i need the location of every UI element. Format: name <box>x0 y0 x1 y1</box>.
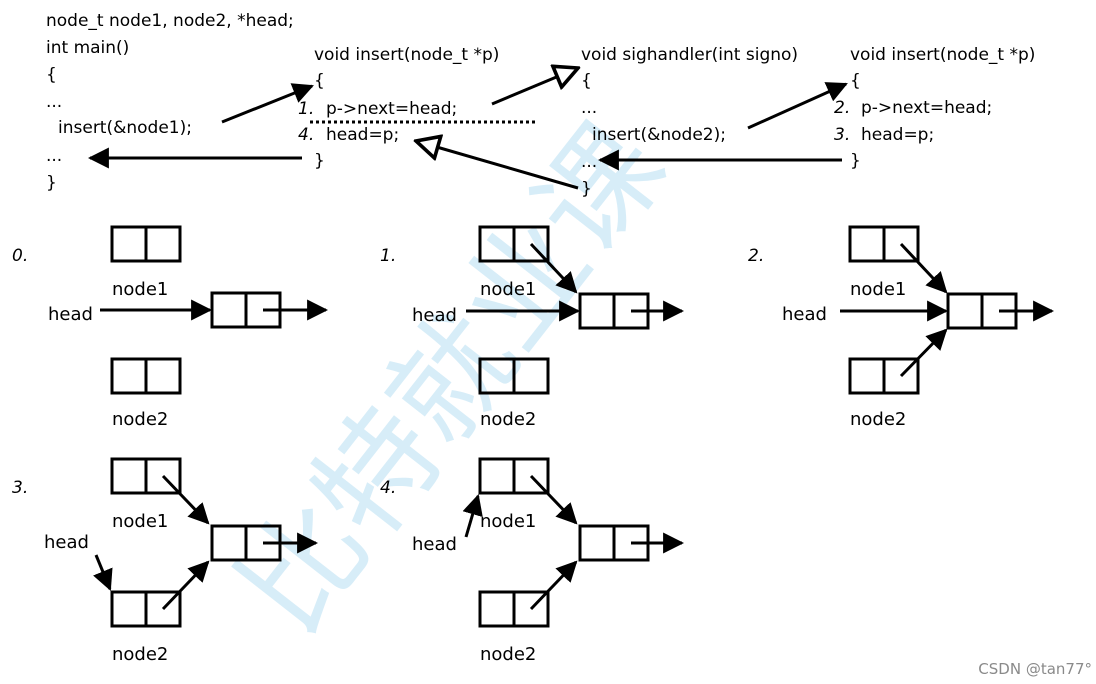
code-insert2-step3: 3. <box>834 125 850 145</box>
node2-label: node2 <box>850 409 906 430</box>
code-main-call: insert(&node1); <box>58 118 192 138</box>
csdn-credit: CSDN @tan77° <box>978 660 1092 678</box>
state-0: 0. node1 head node2 <box>12 225 329 430</box>
state-1: 1. node1 head node2 <box>380 225 685 430</box>
code-main-dots1: ... <box>46 92 62 112</box>
node2-label: node2 <box>112 644 168 665</box>
code-insert1-line1: p->next=head; <box>326 99 457 119</box>
code-main-open: { <box>46 65 57 85</box>
code-main-dots2: ... <box>46 146 62 166</box>
node2-box <box>478 590 550 628</box>
code-handler-open: { <box>581 71 592 91</box>
node2-label: node2 <box>480 644 536 665</box>
code-handler-dots2: ... <box>581 152 597 172</box>
code-insert1-line2: head=p; <box>326 125 399 145</box>
state-4: 4. node1 head node2 <box>380 457 685 665</box>
node2-label: node2 <box>480 409 536 430</box>
state-step-label: 0. <box>12 246 28 266</box>
watermark-text: 比特就业课 <box>213 99 692 657</box>
head-label: head <box>412 305 457 326</box>
node2-box <box>110 590 182 628</box>
node2-next-pointer <box>529 560 578 611</box>
code-insert2-line2: head=p; <box>861 125 934 145</box>
head-pointer <box>462 493 483 538</box>
arrow-handler-to-insert2 <box>747 82 848 130</box>
node1-box <box>110 457 182 495</box>
node2-box <box>848 357 920 395</box>
state-step-label: 2. <box>748 246 764 266</box>
node1-label: node1 <box>112 511 168 532</box>
node2-next-pointer <box>899 328 948 378</box>
state-2: 2. node1 head node2 <box>748 225 1055 430</box>
arrow-handler-return-insert1 <box>416 141 579 190</box>
head-label: head <box>48 304 93 325</box>
head-label: head <box>782 304 827 325</box>
arrow-interrupt-to-handler <box>491 68 578 106</box>
code-insert1-step1: 1. <box>298 99 314 119</box>
code-main-close: } <box>46 173 57 193</box>
node1-box <box>110 225 182 263</box>
code-insert2-close: } <box>850 151 861 171</box>
node1-box <box>848 225 920 263</box>
state-step-label: 1. <box>380 246 396 266</box>
code-handler-dots1: ... <box>581 98 597 118</box>
code-insert2-sig: void insert(node_t *p) <box>850 45 1035 65</box>
head-pointer <box>93 554 113 591</box>
code-insert2-line1: p->next=head; <box>861 98 992 118</box>
node1-label: node1 <box>850 279 906 300</box>
code-insert2-open: { <box>850 71 861 91</box>
node1-label: node1 <box>480 511 536 532</box>
code-insert1-open: { <box>314 71 325 91</box>
node1-box <box>478 457 550 495</box>
code-handler-sig: void sighandler(int signo) <box>581 45 798 65</box>
code-handler-call: insert(&node2); <box>592 125 726 145</box>
node1-next-pointer <box>899 242 948 294</box>
node2-next-pointer <box>161 560 210 611</box>
code-main-sig: int main() <box>46 38 129 58</box>
state-step-label: 4. <box>380 478 396 498</box>
state-step-label: 3. <box>12 478 28 498</box>
node1-box <box>478 225 550 263</box>
code-sighandler: void sighandler(int signo) { ... insert(… <box>581 45 798 199</box>
node2-box <box>110 357 182 395</box>
code-insert-2: void insert(node_t *p) { 2. p->next=head… <box>834 45 1035 171</box>
node1-next-pointer <box>529 474 578 525</box>
node1-label: node1 <box>480 279 536 300</box>
arrow-main-to-insert1 <box>221 83 314 124</box>
node2-label: node2 <box>112 409 168 430</box>
head-label: head <box>44 532 89 553</box>
code-insert-1: void insert(node_t *p) { 1. p->next=head… <box>298 45 499 171</box>
node1-label: node1 <box>112 279 168 300</box>
state-3: 3. node1 head node2 <box>12 457 319 665</box>
node1-next-pointer <box>529 242 578 294</box>
code-insert2-step2: 2. <box>834 98 850 118</box>
code-handler-close: } <box>581 179 592 199</box>
head-label: head <box>412 534 457 555</box>
code-main: node_t node1, node2, *head; int main() {… <box>46 11 294 193</box>
node1-next-pointer <box>161 474 210 525</box>
node2-box <box>478 357 550 395</box>
code-insert1-step4: 4. <box>298 125 314 145</box>
code-insert1-sig: void insert(node_t *p) <box>314 45 499 65</box>
code-main-decl: node_t node1, node2, *head; <box>46 11 294 31</box>
code-insert1-close: } <box>314 151 325 171</box>
control-flow-arrows <box>87 68 848 190</box>
